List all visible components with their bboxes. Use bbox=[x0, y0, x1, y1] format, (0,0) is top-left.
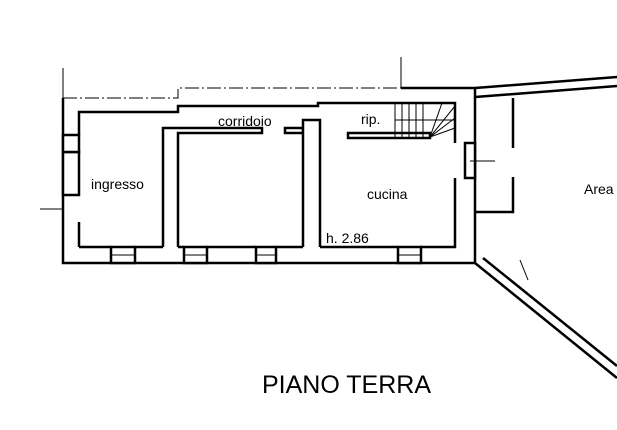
interior-walls bbox=[161, 118, 432, 247]
room-label-kitchen: cucina bbox=[367, 186, 408, 202]
plan-title: PIANO TERRA bbox=[262, 371, 431, 399]
boundary-lines bbox=[62, 57, 475, 99]
courtyard-walls bbox=[474, 75, 617, 379]
room-label-area: Area bbox=[584, 181, 614, 197]
staircase bbox=[394, 102, 456, 138]
windows bbox=[61, 133, 495, 265]
ceiling-height: h. 2.86 bbox=[326, 230, 369, 246]
room-label-entrance: ingresso bbox=[91, 176, 144, 192]
room-label-corridor: corridoio bbox=[218, 113, 272, 129]
exterior-walls bbox=[40, 88, 477, 265]
room-label-storage: rip. bbox=[361, 111, 380, 127]
side-window bbox=[61, 150, 81, 197]
